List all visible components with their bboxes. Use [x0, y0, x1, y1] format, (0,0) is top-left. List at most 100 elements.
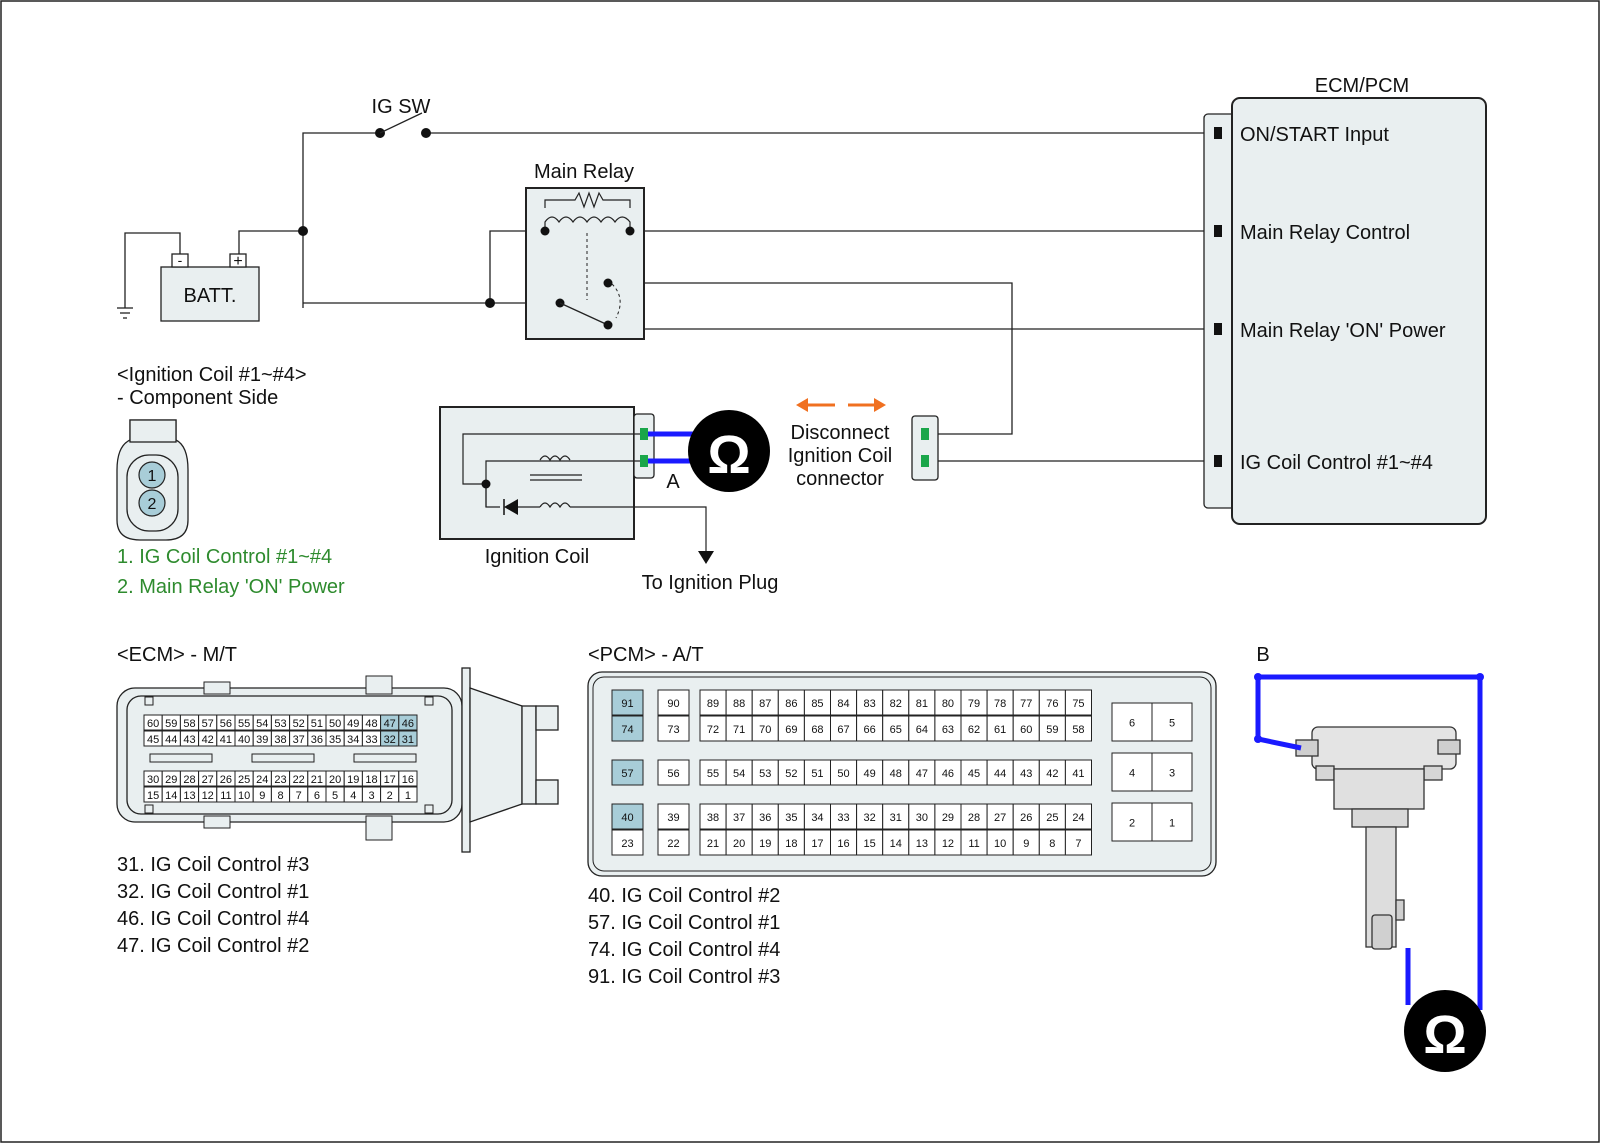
- ecm-pin-58: 58: [179, 714, 200, 731]
- disconnect-line-1: Disconnect: [791, 422, 890, 444]
- ecm-pin-59: 59: [161, 714, 181, 731]
- pcm-pin-54: 54: [725, 759, 753, 786]
- pin-number: 20: [733, 838, 745, 850]
- pin-number: 86: [785, 698, 797, 710]
- pcm-pin-83: 83: [856, 689, 884, 716]
- pin-number: 1: [405, 790, 411, 802]
- coil-connector-title: <Ignition Coil #1~#4>: [117, 364, 307, 386]
- pcm-pin-35: 35: [777, 803, 805, 830]
- ecm-pin-39: 39: [252, 730, 272, 747]
- pin-number: 30: [147, 774, 159, 786]
- pcm-pin-47: 47: [908, 759, 936, 786]
- ecm-pin-49: 49: [343, 714, 363, 731]
- pin-number: 7: [296, 790, 302, 802]
- pin-number: 9: [259, 790, 265, 802]
- pcm-pin-55: 55: [699, 759, 727, 786]
- pcm-pin-19: 19: [751, 829, 779, 856]
- ecm-pin-36: 36: [307, 730, 327, 747]
- pcm-pin-67: 67: [830, 715, 858, 742]
- pin-number: 29: [165, 774, 177, 786]
- pcm-pin-45: 45: [960, 759, 988, 786]
- pin-number: 14: [165, 790, 177, 802]
- pcm-pin-21: 21: [699, 829, 727, 856]
- pcm-pin-71: 71: [725, 715, 753, 742]
- ecm-pin-42: 42: [198, 730, 218, 747]
- pcm-pin-62: 62: [960, 715, 988, 742]
- ohm-icon-b: Ω: [1423, 1005, 1466, 1065]
- ecm-pin-ig-coil-control: IG Coil Control #1~#4: [1240, 452, 1433, 474]
- pin-number: 51: [811, 768, 823, 780]
- disconnect-line-3: connector: [796, 468, 884, 490]
- pcm-pin-57: 57: [611, 759, 644, 786]
- pin-number: 21: [707, 838, 719, 850]
- ecm-pin-24: 24: [252, 770, 272, 787]
- ecm-pin-57: 57: [198, 714, 218, 731]
- pin-number: 2: [1129, 818, 1135, 830]
- ecm-pin-on-start-input: ON/START Input: [1240, 124, 1389, 146]
- pin-number: 39: [667, 812, 679, 824]
- pin-number: 54: [256, 718, 268, 730]
- pin-number: 25: [238, 774, 250, 786]
- coil-connector-subtitle: - Component Side: [117, 387, 278, 409]
- pin-number: 5: [1169, 718, 1175, 730]
- pcm-pin-46: 46: [934, 759, 962, 786]
- pin-number: 43: [1020, 768, 1032, 780]
- pcm-pin-14: 14: [882, 829, 910, 856]
- ignition-switch[interactable]: IG SW: [372, 96, 431, 138]
- ecm-pin-54: 54: [252, 714, 272, 731]
- pin-number: 16: [402, 774, 414, 786]
- pin-number: 59: [165, 718, 177, 730]
- pcm-pin-43: 43: [1012, 759, 1040, 786]
- pcm-note-57: 57. IG Coil Control #1: [588, 912, 780, 934]
- pin-number: 42: [1046, 768, 1058, 780]
- pcm-pin-60: 60: [1012, 715, 1040, 742]
- coil-connector-pin-1: 1: [148, 468, 157, 485]
- pcm-pin-63: 63: [934, 715, 962, 742]
- pin-number: 31: [890, 812, 902, 824]
- ecm-mt-notes: 31. IG Coil Control #3 32. IG Coil Contr…: [117, 854, 309, 957]
- pin-number: 12: [202, 790, 214, 802]
- pin-number: 78: [994, 698, 1006, 710]
- pcm-pin-65: 65: [882, 715, 910, 742]
- battery-positive-label: +: [233, 253, 242, 270]
- ecm-pin-50: 50: [325, 714, 345, 731]
- ecm-pin-48: 48: [361, 714, 382, 731]
- pin-number: 39: [256, 734, 268, 746]
- ohm-icon: Ω: [707, 425, 750, 485]
- pin-number: 44: [994, 768, 1006, 780]
- pin-number: 55: [707, 768, 719, 780]
- pin-number: 13: [183, 790, 195, 802]
- pcm-pin-31: 31: [882, 803, 910, 830]
- pin-number: 53: [274, 718, 286, 730]
- pin-number: 59: [1046, 724, 1058, 736]
- pcm-pin-15: 15: [856, 829, 884, 856]
- ecm-pin-25: 25: [234, 770, 254, 787]
- ecm-note-46: 46. IG Coil Control #4: [117, 908, 309, 930]
- pin-number: 33: [365, 734, 377, 746]
- pin-number: 45: [968, 768, 980, 780]
- main-relay-label: Main Relay: [534, 161, 634, 183]
- pin-number: 56: [220, 718, 232, 730]
- ecm-pin-28: 28: [179, 770, 200, 787]
- ecm-pin-4: 4: [343, 786, 363, 803]
- pin-number: 48: [365, 718, 377, 730]
- pin-number: 26: [1020, 812, 1032, 824]
- pin-number: 36: [311, 734, 323, 746]
- pcm-pin-12: 12: [934, 829, 962, 856]
- pin-number: 19: [347, 774, 359, 786]
- pcm-pin-68: 68: [803, 715, 832, 742]
- ecm-pin-2: 2: [380, 786, 400, 803]
- pcm-pin-69: 69: [777, 715, 805, 742]
- pin-number: 19: [759, 838, 771, 850]
- pin-number: 44: [165, 734, 177, 746]
- pcm-pin-13: 13: [908, 829, 936, 856]
- pin-number: 21: [311, 774, 323, 786]
- pcm-note-74: 74. IG Coil Control #4: [588, 939, 780, 961]
- ecm-pin-21: 21: [307, 770, 327, 787]
- pcm-pin-29: 29: [934, 803, 962, 830]
- pin-number: 83: [864, 698, 876, 710]
- pcm-pin-25: 25: [1038, 803, 1066, 830]
- pin-number: 12: [942, 838, 954, 850]
- ecm-pin-31: 31: [398, 730, 418, 747]
- pcm-pin-22: 22: [657, 829, 690, 856]
